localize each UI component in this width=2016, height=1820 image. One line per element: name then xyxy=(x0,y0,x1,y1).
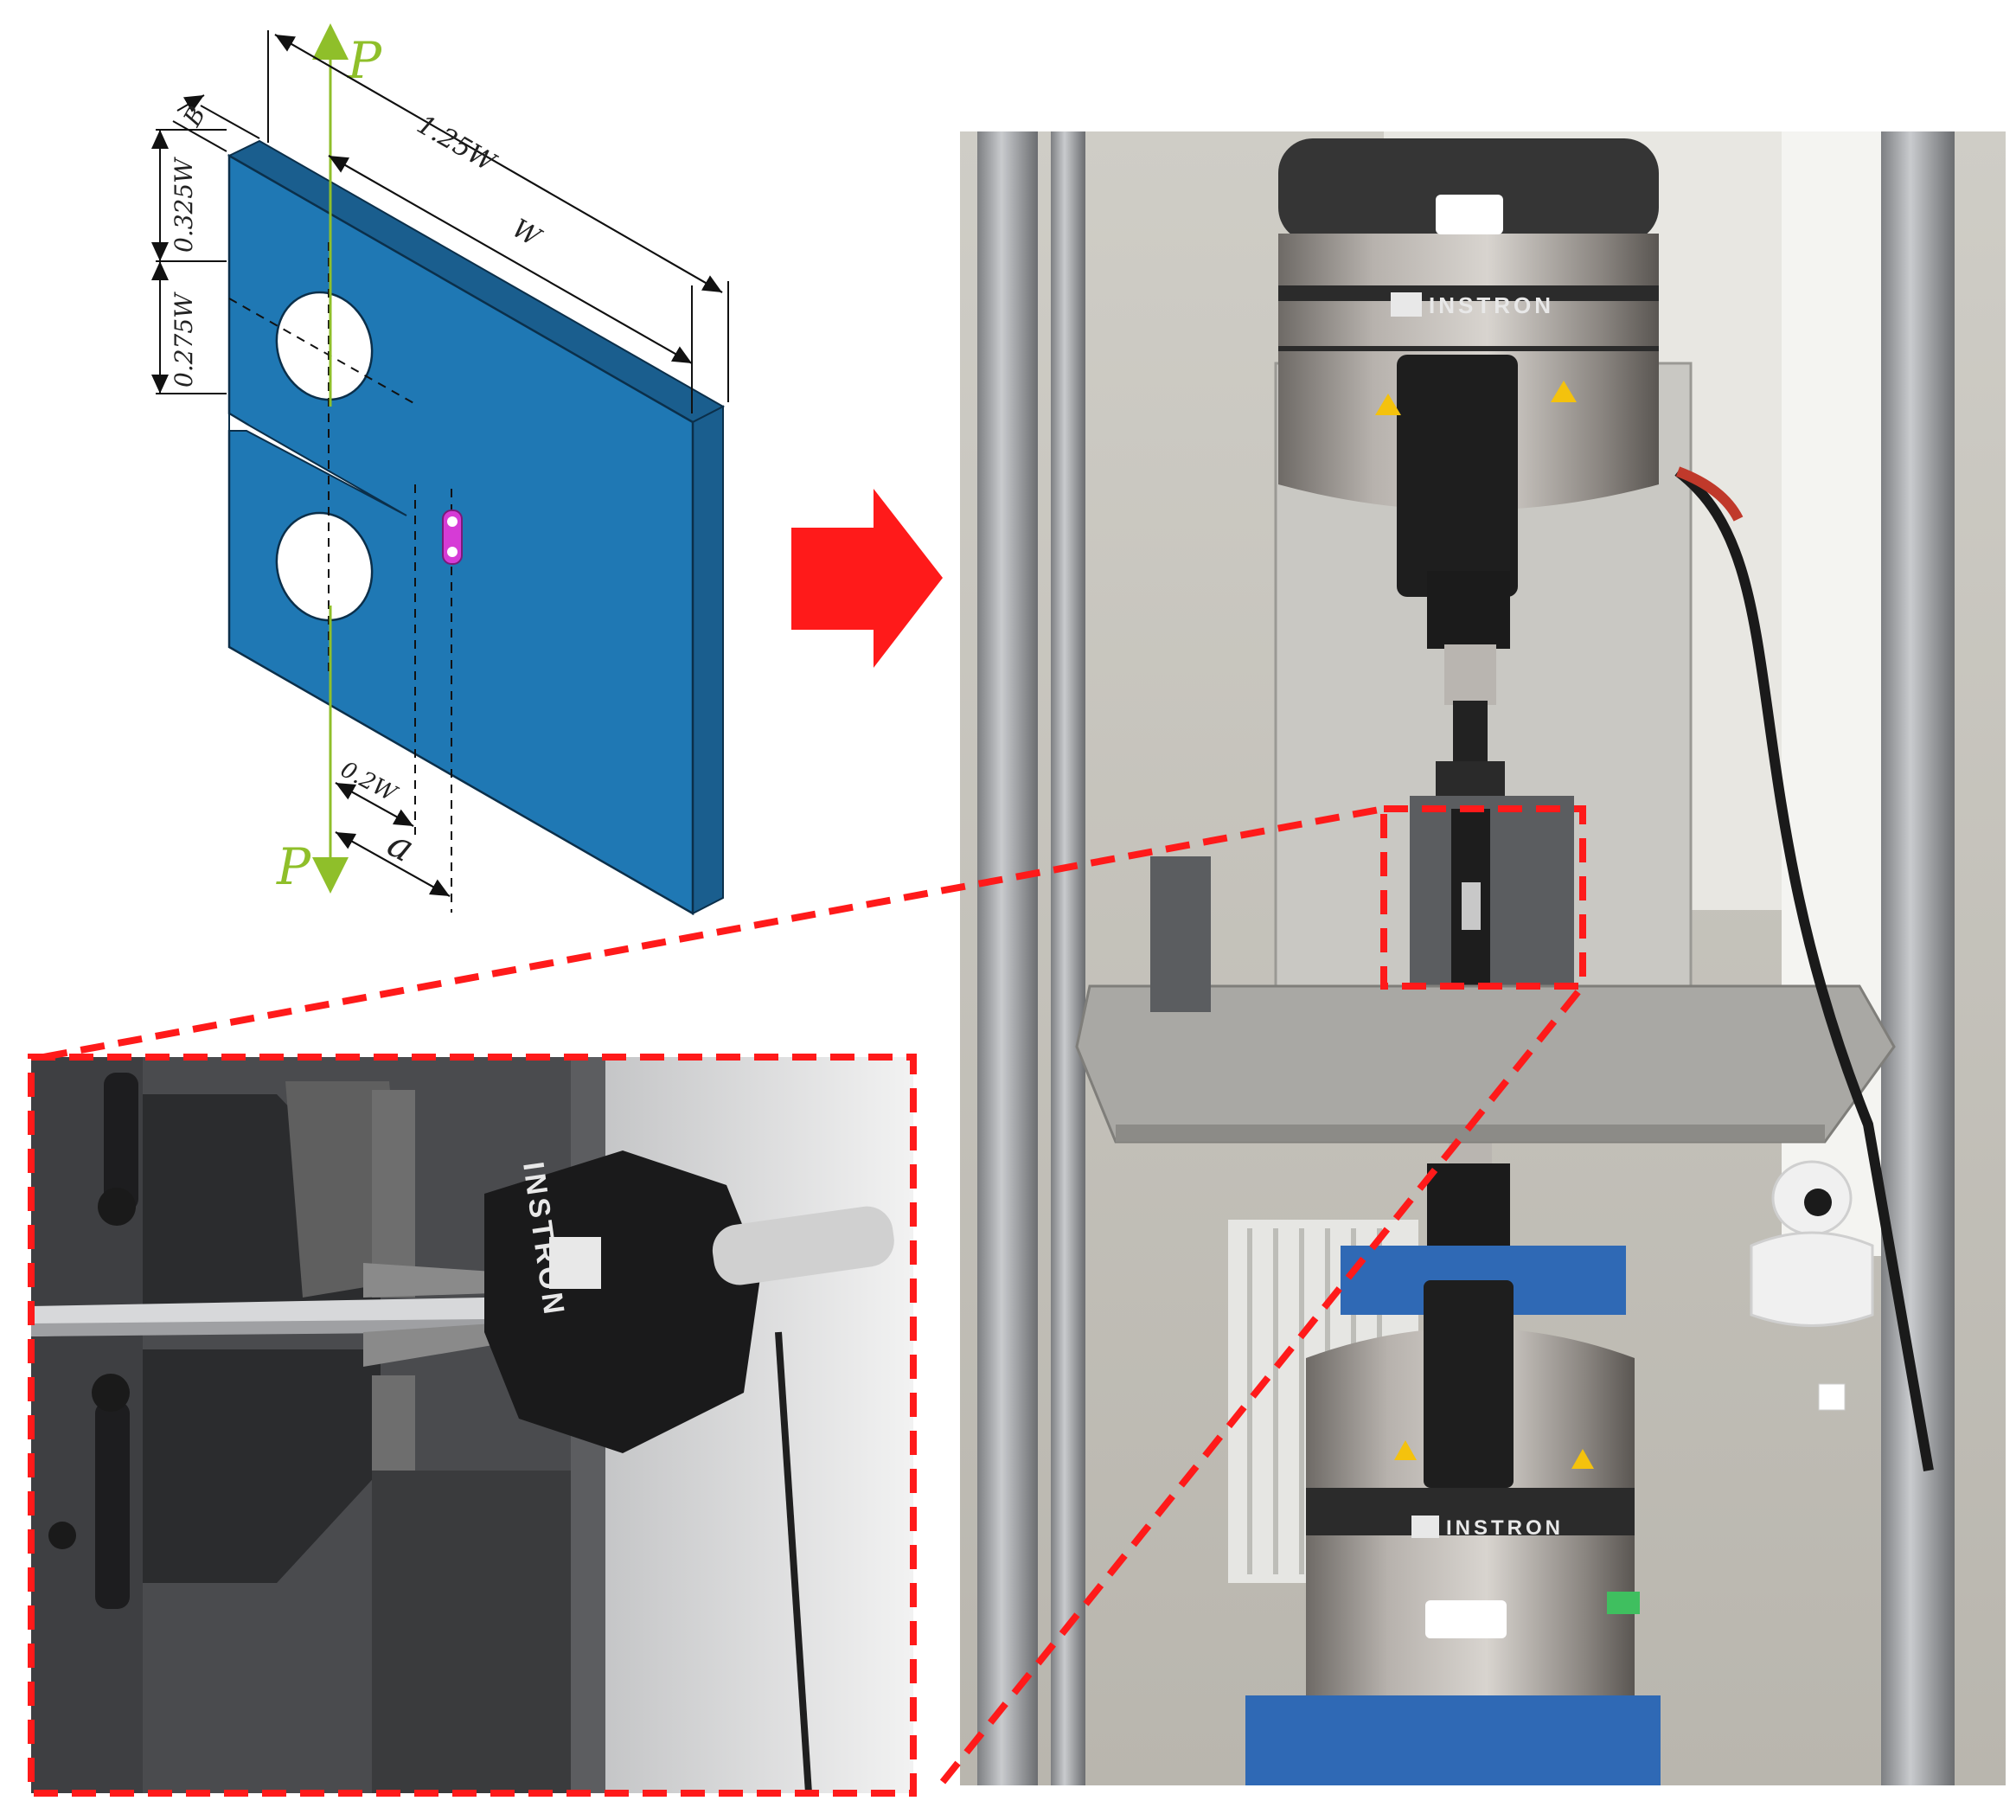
extensometer-closeup-photo: INSTRON xyxy=(31,1057,913,1793)
load-label-bottom: P xyxy=(276,837,311,896)
clip-gauge xyxy=(442,509,463,565)
dimension-lines xyxy=(151,30,729,897)
dim-crack-length: a xyxy=(381,822,421,871)
lower-pin-hole xyxy=(275,511,374,622)
load-label-top: P xyxy=(347,31,382,90)
dim-overall-width: 1.25W xyxy=(412,110,502,179)
dim-width: W xyxy=(507,214,547,254)
safety-sticker-icon-lower xyxy=(1425,1600,1507,1638)
safety-sticker-icon xyxy=(1436,195,1503,234)
warning-icon-lower-2 xyxy=(1571,1449,1594,1469)
warning-icon-lower xyxy=(1394,1440,1417,1460)
instron-logo-icon-lower xyxy=(1411,1516,1439,1538)
cable xyxy=(1674,467,1934,1472)
upper-load-cell: INSTRON xyxy=(1278,138,1659,597)
brand-lower: INSTRON xyxy=(1446,1516,1564,1540)
specimen-right-face xyxy=(692,405,724,915)
camera-icon xyxy=(1750,1160,1874,1327)
callout-region-box xyxy=(1380,805,1586,990)
ct-specimen-diagram: P P xyxy=(151,23,729,916)
arrow-right-icon xyxy=(791,489,943,668)
inset-frame xyxy=(28,1054,917,1797)
warning-icon xyxy=(1375,394,1401,415)
dim-hole-spacing: 0.275W xyxy=(170,292,198,388)
upper-pin-hole xyxy=(275,291,374,401)
brand-upper: INSTRON xyxy=(1429,292,1554,318)
lower-actuator: INSTRON xyxy=(1245,1280,1661,1785)
test-machine-photo: INSTRON xyxy=(960,131,2006,1785)
instron-logo-icon-inset xyxy=(549,1237,601,1289)
dim-hole-offset: 0.325W xyxy=(170,157,198,253)
specimen-notch xyxy=(228,412,407,516)
warning-icon-2 xyxy=(1551,381,1577,402)
dim-load-line: 0.2W xyxy=(336,757,402,809)
callout-annotation xyxy=(28,805,1586,1797)
extensometer: INSTRON xyxy=(484,1150,894,1453)
instron-logo-icon xyxy=(1391,292,1422,317)
